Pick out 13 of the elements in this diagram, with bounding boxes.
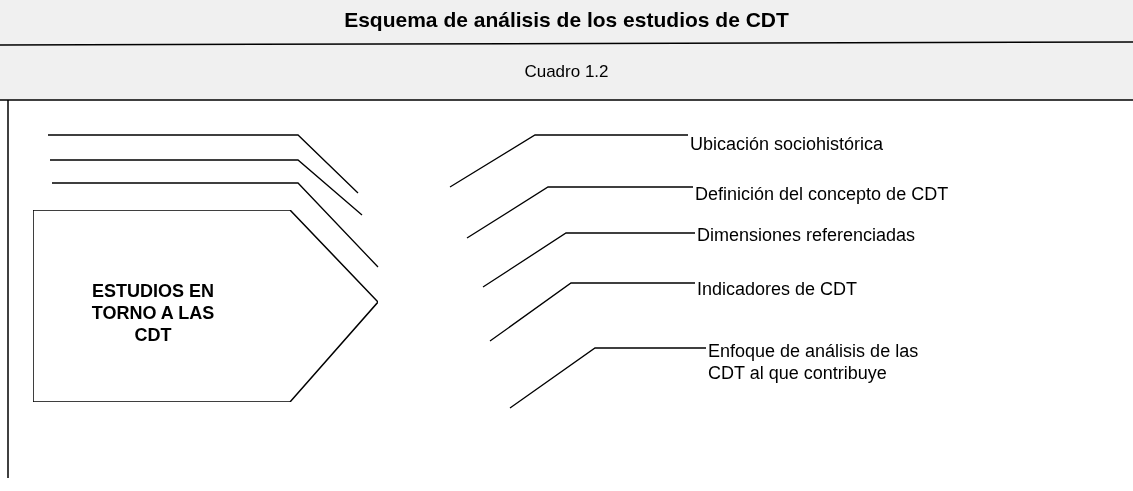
node-text: ESTUDIOS EN TORNO A LAS CDT bbox=[90, 280, 216, 346]
title: Esquema de análisis de los estudios de CDT bbox=[343, 8, 790, 32]
leader-line bbox=[466, 186, 694, 239]
leader-line bbox=[489, 282, 696, 342]
item-text: Ubicación sociohistórica bbox=[690, 133, 885, 155]
item-text: Enfoque de análisis de las CDT al que contribuye bbox=[708, 340, 920, 384]
item-text: Dimensiones referenciadas bbox=[697, 224, 917, 246]
table-caption: Cuadro 1.2 bbox=[523, 62, 610, 82]
item-text: Indicadores de CDT bbox=[697, 278, 859, 300]
item-text: Definición del concepto de CDT bbox=[695, 183, 950, 205]
leader-line bbox=[449, 134, 689, 188]
leader-line bbox=[509, 347, 707, 409]
leader-line bbox=[482, 232, 696, 288]
